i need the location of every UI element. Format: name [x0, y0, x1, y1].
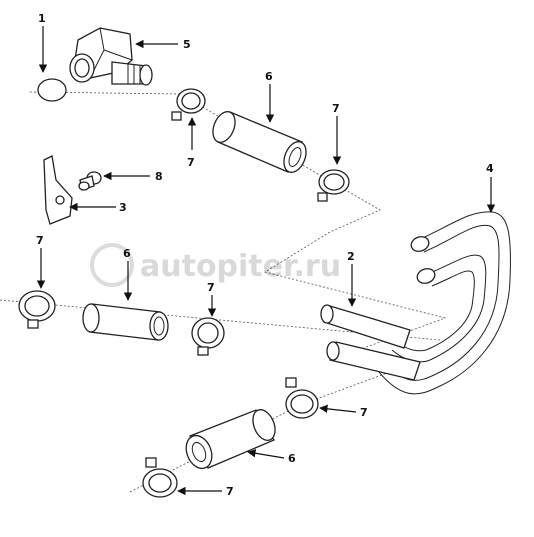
bracket-part	[43, 155, 73, 225]
callout-4-label: 4	[486, 162, 494, 175]
hose-sleeve-part	[212, 111, 307, 173]
pipe-assembly-part	[369, 211, 511, 395]
hose-clamp-part	[171, 88, 206, 121]
watermark-text: autopiter.ru	[140, 249, 341, 284]
callout-1-label: 1	[38, 12, 46, 25]
callout-7-label: 7	[187, 156, 195, 169]
watermark: autopiter.ru	[90, 243, 341, 287]
hose-clamp-part	[317, 169, 350, 202]
bolt-part	[78, 171, 102, 191]
callout-3-label: 3	[119, 201, 127, 214]
hose-sleeve-part	[82, 303, 169, 341]
callout-leaders	[36, 26, 496, 496]
callout-6-label: 6	[265, 70, 273, 83]
watermark-logo-icon	[90, 243, 134, 287]
callout-2-label: 2	[347, 250, 355, 263]
inlet-pipe-part	[320, 304, 421, 381]
callout-7-label: 7	[332, 102, 340, 115]
callout-6-label: 6	[123, 247, 131, 260]
gasket-ring-part	[37, 78, 67, 102]
callout-5-label: 5	[183, 38, 191, 51]
callout-6-label: 6	[288, 452, 296, 465]
hose-sleeve-part	[185, 409, 276, 470]
callout-7-label: 7	[226, 485, 234, 498]
hose-clamp-part	[285, 377, 319, 419]
hose-clamp-part	[18, 290, 56, 329]
callout-7-label: 7	[36, 234, 44, 247]
callout-8-label: 8	[155, 170, 163, 183]
callout-7-label: 7	[207, 281, 215, 294]
tee-fitting-part	[69, 27, 153, 86]
hose-clamp-part	[191, 317, 225, 356]
hose-clamp-part	[142, 457, 178, 498]
callout-labels: 1 5 6 7 7 8 3 4 7 6 2 7 7 6 7	[36, 12, 494, 498]
callout-7-label: 7	[360, 406, 368, 419]
